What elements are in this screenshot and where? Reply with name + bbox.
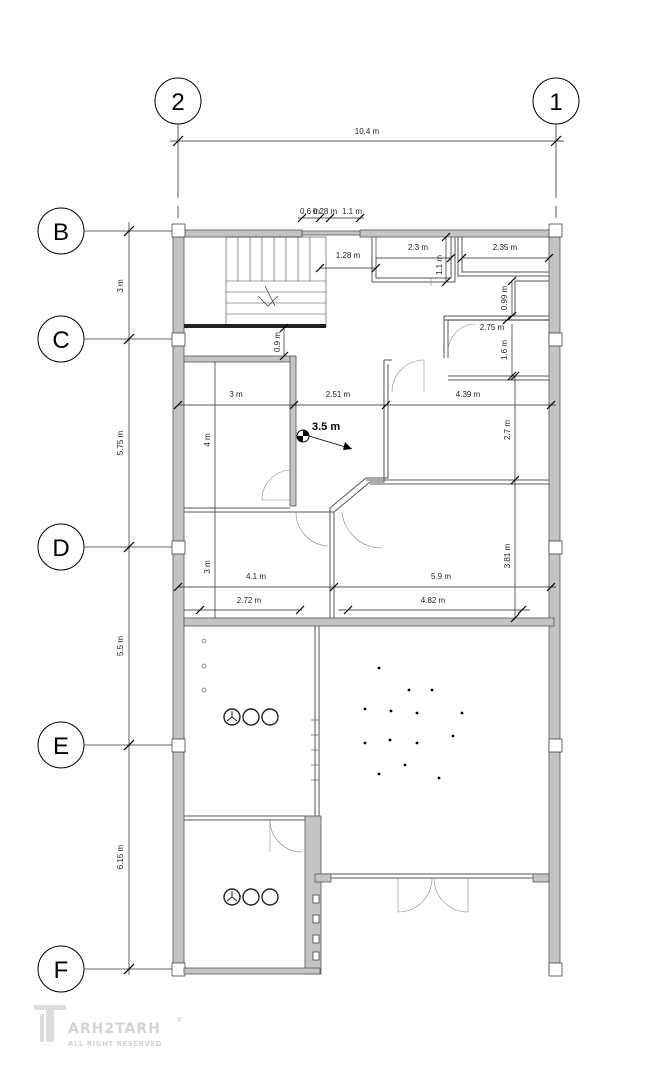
grid-bubble-2[interactable]: 2 [154, 77, 202, 125]
service-dimensions: 1.28 m 2.3 m 1.1 m 2.35 m 0.99 m 2.75 m … [273, 232, 554, 381]
door-swing-icon [261, 469, 291, 501]
grid-bubble-e[interactable]: E [37, 721, 85, 769]
grid-bubble-d[interactable]: D [37, 523, 85, 571]
watermark-symbol: ® [176, 1016, 184, 1024]
dim-59: 5.9 m [431, 572, 451, 581]
level-marker-label: 3.5 m [312, 421, 340, 433]
grid-bubble-f[interactable]: F [37, 945, 85, 993]
dim-41: 4.1 m [246, 572, 266, 581]
grid-label-1: 1 [549, 89, 562, 116]
dim-251: 2.51 m [326, 390, 351, 399]
dim-11: 1.1 m [342, 207, 362, 216]
door-swing-icon [269, 819, 303, 853]
door-swing-icon [341, 511, 383, 549]
tree-icon [201, 638, 207, 693]
doors [261, 237, 477, 913]
door-swing-icon [391, 359, 425, 393]
dim-11v: 1.1 m [435, 255, 444, 275]
grid-bubble-c[interactable]: C [37, 315, 85, 363]
dim-272: 2.72 m [237, 596, 262, 605]
level-marker-icon [296, 429, 353, 450]
grid-label-e: E [53, 733, 69, 760]
door-swing-icon [447, 323, 477, 353]
dim-27: 2.7 m [503, 420, 512, 440]
grid-label-f: F [54, 957, 69, 984]
lobby-dots [363, 666, 464, 780]
dim-482: 4.82 m [421, 596, 446, 605]
level-marker: 3.5 m [296, 421, 353, 450]
grid-label-2: 2 [171, 89, 184, 116]
dim-09: 0.9 m [273, 332, 282, 352]
top-small-dimensions: 0.6 m 0.28 m 1.1 m [297, 207, 365, 223]
dim-235: 2.35 m [493, 243, 518, 252]
watermark-logo-icon [34, 1005, 66, 1042]
overall-width-dimension: 10.4 m [170, 127, 564, 147]
grid-label-c: C [52, 327, 69, 354]
middle-dimensions: 3 m 2.51 m 4.39 m 4 m 2.7 m 3.81 m 3 m 4… [173, 362, 556, 623]
dim-3: 3 m [229, 390, 243, 399]
grid-bubble-b[interactable]: B [37, 207, 85, 255]
stair-arrow-icon [257, 285, 279, 307]
dim-row-c-d: 5.75 m [116, 430, 125, 455]
door-swing-icon [433, 877, 469, 913]
door-swing-icon [295, 511, 329, 547]
grid-label-b: B [53, 219, 69, 246]
dim-381: 3.81 m [503, 543, 512, 568]
grid-lines [84, 124, 557, 970]
dim-4: 4 m [203, 433, 212, 447]
staircase [184, 236, 327, 328]
watermark-brand: ARH2TARH [68, 1021, 161, 1037]
dim-028: 0.28 m [313, 207, 338, 216]
dim-row-b-c: 3 m [116, 279, 125, 293]
dim-row-d-e: 5.5 m [116, 636, 125, 656]
door-swing-icon [397, 877, 433, 913]
dim-099: 0.99 m [500, 285, 509, 310]
grid-label-d: D [52, 535, 69, 562]
dim-row-e-f: 6.15 m [116, 844, 125, 869]
car-icon [223, 708, 279, 726]
dim-128: 1.28 m [336, 251, 361, 260]
watermark: ARH2TARH ® ALL RIGHT RESERVED [34, 1005, 184, 1048]
interior-walls [183, 237, 555, 975]
dim-439: 4.39 m [456, 390, 481, 399]
dim-3v: 3 m [203, 560, 212, 574]
left-vertical-dimension: 3 m 5.75 m 5.5 m 6.15 m [116, 222, 135, 975]
structural-columns [171, 223, 563, 977]
dim-overall-width: 10.4 m [355, 127, 380, 136]
watermark-tagline: ALL RIGHT RESERVED [68, 1040, 162, 1048]
car-icon [223, 888, 279, 906]
dim-275: 2.75 m [480, 323, 505, 332]
garage-divider-marks [311, 719, 320, 961]
grid-bubble-1[interactable]: 1 [532, 77, 580, 125]
dim-16: 1.6 m [500, 340, 509, 360]
dim-06: 0.6 m [300, 207, 320, 216]
dim-23: 2.3 m [408, 243, 428, 252]
